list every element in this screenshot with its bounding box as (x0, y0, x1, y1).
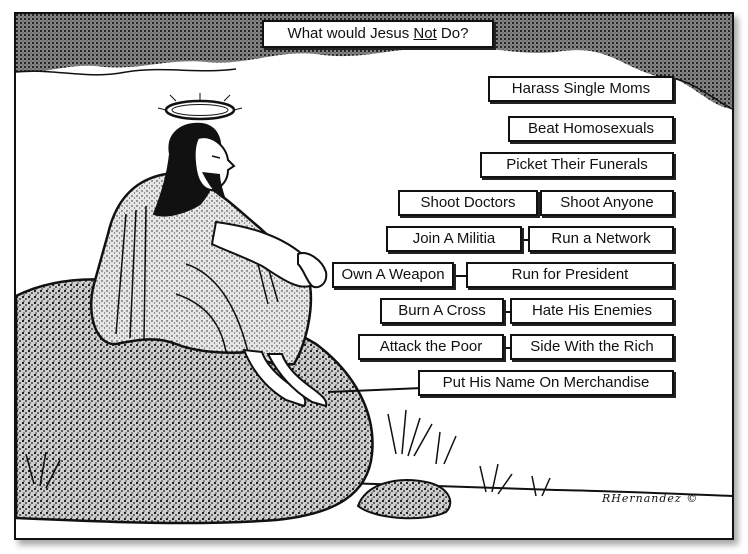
label-hate-enemies: Hate His Enemies (510, 298, 674, 324)
label-burn-cross: Burn A Cross (380, 298, 504, 324)
grass (25, 409, 551, 497)
label-shoot-doctors: Shoot Doctors (398, 190, 538, 216)
label-run-network: Run a Network (528, 226, 674, 252)
label-attack-poor: Attack the Poor (358, 334, 504, 360)
label-beat-homosexuals: Beat Homosexuals (508, 116, 674, 142)
label-join-militia: Join A Militia (386, 226, 522, 252)
label-own-weapon: Own A Weapon (332, 262, 454, 288)
small-rock (356, 479, 452, 520)
sky-clouds (16, 14, 732, 109)
title-prefix: What would Jesus (287, 25, 414, 42)
cartoon-title: What would Jesus Not Do? (262, 20, 494, 48)
label-picket-funerals: Picket Their Funerals (480, 152, 674, 178)
label-name-on-merchandise: Put His Name On Merchandise (418, 370, 674, 396)
title-emphasis: Not (413, 25, 437, 42)
label-run-for-president: Run for President (466, 262, 674, 288)
label-shoot-anyone: Shoot Anyone (540, 190, 674, 216)
label-side-with-rich: Side With the Rich (510, 334, 674, 360)
hand (297, 252, 328, 289)
artist-signature: RHernandez © (602, 492, 699, 505)
halo (164, 99, 236, 121)
cartoon-illustration (16, 14, 732, 525)
label-harass-single-moms: Harass Single Moms (488, 76, 674, 102)
title-suffix: Do? (436, 25, 469, 42)
cartoon-panel: What would Jesus Not Do? Harass Single M… (14, 12, 734, 540)
